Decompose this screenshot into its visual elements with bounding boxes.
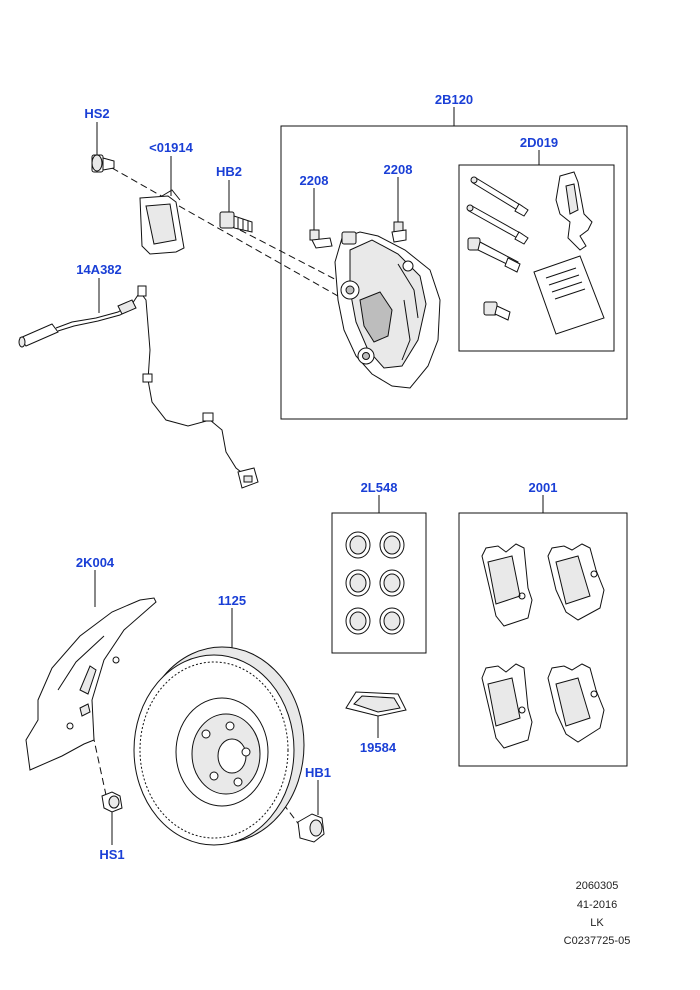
callout-2l548: 2L548 [361, 480, 398, 495]
instruction-leaflet [533, 255, 605, 335]
hs1-screw [101, 791, 123, 813]
wear-sensor [18, 285, 259, 489]
brake-pad-3 [481, 663, 533, 749]
brake-caliper [334, 231, 441, 389]
footer-line-1: 2060305 [576, 880, 619, 892]
footer-line-2: 41-2016 [577, 899, 617, 911]
guide-pin-1 [470, 176, 529, 217]
guide-bolt-short [483, 301, 511, 321]
hb1-bolt [297, 813, 325, 843]
footer-line-4: C0237725-05 [564, 935, 631, 947]
callout-14a382: 14A382 [76, 262, 122, 277]
brake-pad-1 [481, 543, 533, 627]
bleed-screw-2208-right [391, 221, 407, 243]
clip-01914 [139, 189, 185, 255]
callout-hb2: HB2 [216, 164, 242, 179]
brake-disc [133, 646, 305, 846]
bleed-screw-2208-left [309, 229, 333, 249]
grease-sachet [345, 691, 407, 717]
hs2-bolt [91, 154, 115, 173]
callout-2d019: 2D019 [520, 135, 558, 150]
hb2-bolt [219, 211, 253, 233]
guide-bolt-long [467, 237, 521, 273]
callout-2208-right: 2208 [384, 162, 413, 177]
callout-01914: <01914 [149, 140, 194, 155]
brake-pad-4 [547, 663, 605, 743]
footer-line-3: LK [590, 917, 604, 929]
splash-shield [25, 597, 157, 771]
callout-hb1: HB1 [305, 765, 331, 780]
callout-hs2: HS2 [84, 106, 109, 121]
callout-2b120: 2B120 [435, 92, 473, 107]
brake-pad-2 [547, 543, 605, 621]
callout-2k004: 2K004 [76, 555, 115, 570]
caliper-kit-box [458, 164, 615, 352]
anti-rattle-clip [555, 171, 593, 251]
callout-2001: 2001 [529, 480, 558, 495]
guide-pin-2 [466, 204, 529, 245]
callout-1125: 1125 [218, 593, 246, 608]
callout-19584: 19584 [360, 740, 397, 755]
callout-hs1: HS1 [99, 847, 124, 862]
callout-2208-left: 2208 [300, 173, 329, 188]
caliper-seals [345, 531, 405, 635]
